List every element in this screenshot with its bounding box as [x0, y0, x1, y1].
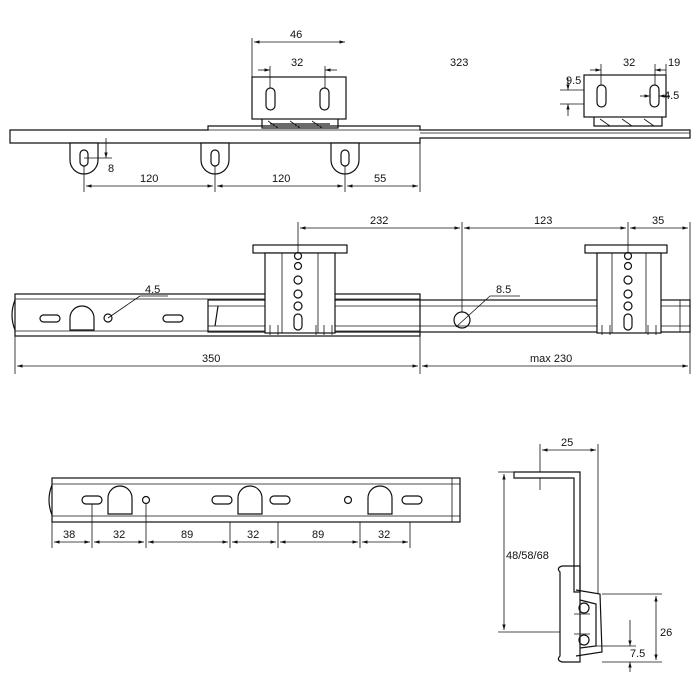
dim-19: 19 — [668, 57, 680, 69]
single-rail — [51, 477, 461, 523]
rail-dim-3: 89 — [181, 529, 193, 541]
outer-rail — [14, 293, 421, 337]
dim-25: 25 — [561, 437, 573, 449]
dim-120-a: 120 — [140, 173, 158, 185]
rear-mount-plate — [584, 244, 668, 335]
dim-123: 123 — [534, 215, 552, 227]
dim-4-5-top: 4.5 — [664, 90, 679, 102]
dim-323: 323 — [450, 57, 468, 69]
dim-32-front: 32 — [291, 57, 303, 69]
dim-350: 350 — [202, 353, 220, 365]
dim-35: 35 — [652, 215, 664, 227]
front-mount-plate — [252, 244, 348, 335]
rail-dim-6: 32 — [378, 529, 390, 541]
dim-4-5-side: 4.5 — [145, 284, 160, 296]
rail-dim-1: 38 — [63, 529, 75, 541]
inner-rail — [207, 299, 691, 333]
rail-dim-5: 89 — [312, 529, 324, 541]
dim-55: 55 — [374, 173, 386, 185]
dim-120-b: 120 — [272, 173, 290, 185]
dim-26: 26 — [660, 627, 672, 639]
dim-48-58-68: 48/58/68 — [506, 550, 549, 562]
l-bracket-profile — [513, 471, 581, 593]
side-view: 232 123 35 4.5 8.5 350 max 230 — [11, 215, 691, 374]
dim-max-230: max 230 — [530, 353, 572, 365]
top-rail — [9, 125, 691, 144]
dim-8-5: 8.5 — [496, 284, 511, 296]
dim-7-5: 7.5 — [630, 648, 645, 660]
front-bracket — [251, 76, 347, 120]
mount-tabs — [69, 142, 360, 175]
dim-46: 46 — [290, 29, 302, 41]
dim-32-rear: 32 — [623, 57, 635, 69]
rail-dim-4: 32 — [247, 529, 259, 541]
rear-bracket — [583, 74, 667, 118]
rail-dim-2: 32 — [113, 529, 125, 541]
profile-view: 25 48/58/68 26 7.5 — [498, 437, 672, 672]
dim-9-5: 9.5 — [566, 75, 581, 87]
slide-profile — [557, 565, 581, 663]
rail-view: 38 32 89 32 89 32 — [48, 477, 461, 548]
dim-232: 232 — [370, 215, 388, 227]
dim-8: 8 — [108, 163, 114, 175]
top-view: 46 32 323 32 19 9.5 4.5 8 — [9, 29, 691, 192]
